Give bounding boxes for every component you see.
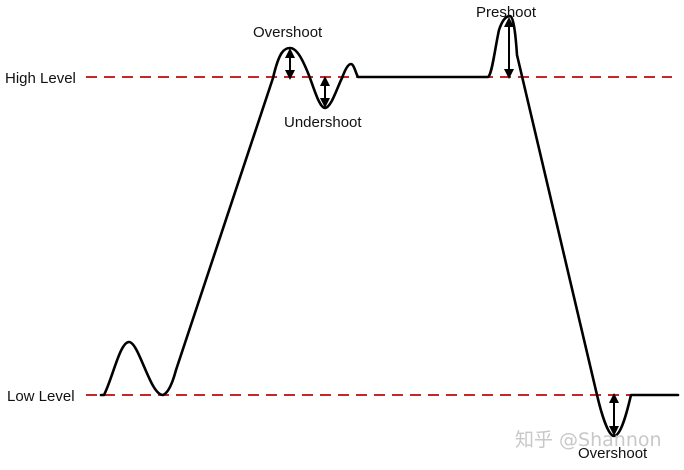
watermark: 知乎 @Shannon <box>515 429 662 451</box>
signal-waveform <box>99 14 680 438</box>
low-level-label: Low Level <box>7 388 75 405</box>
overshoot-bottom-label: Overshoot <box>578 445 648 462</box>
high-level-label: High Level <box>5 70 76 87</box>
preshoot-label: Preshoot <box>476 4 537 21</box>
undershoot-label: Undershoot <box>284 114 362 131</box>
overshoot-top-label: Overshoot <box>253 24 323 41</box>
